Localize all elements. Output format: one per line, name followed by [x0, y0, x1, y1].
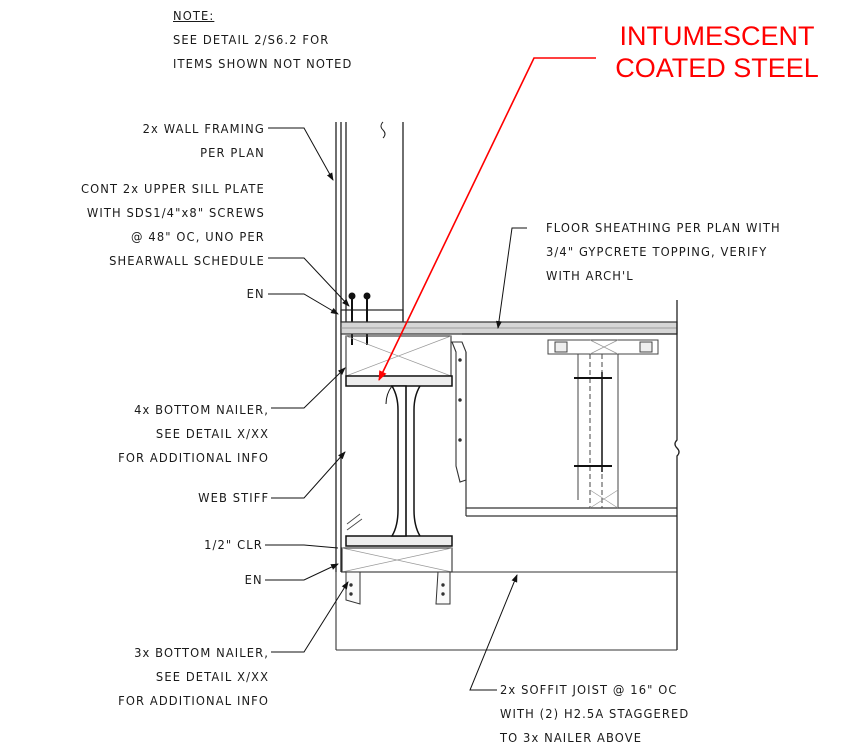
label-line: 4x BOTTOM NAILER, [134, 402, 269, 417]
wall-framing [335, 121, 404, 572]
label-line: SHEARWALL SCHEDULE [109, 253, 265, 268]
steel-i-beam [345, 375, 453, 547]
label-en-top: EN [246, 286, 265, 301]
block-bolts [574, 372, 612, 472]
label-clr: 1/2" CLR [204, 537, 263, 552]
bridging-blocks [547, 339, 659, 509]
sill-plate-screws [348, 292, 371, 345]
label-line: WITH SDS1/4"x8" SCREWS [87, 205, 265, 220]
label-line: FOR ADDITIONAL INFO [118, 450, 269, 465]
label-sill-plate: CONT 2x UPPER SILL PLATE WITH SDS1/4"x8"… [81, 177, 265, 273]
label-line: SEE DETAIL X/XX [155, 669, 269, 684]
note-line-1: SEE DETAIL 2/S6.2 FOR [173, 32, 330, 47]
label-line: 3x BOTTOM NAILER, [134, 645, 269, 660]
general-note: NOTE: SEE DETAIL 2/S6.2 FOR ITEMS SHOWN … [173, 4, 353, 76]
label-line: 2x SOFFIT JOIST @ 16" OC [500, 682, 678, 697]
soffit [335, 571, 677, 651]
h25a-hangers [345, 571, 451, 605]
label-wall-framing: 2x WALL FRAMING PER PLAN [143, 117, 265, 165]
note-line-2: ITEMS SHOWN NOT NOTED [173, 56, 353, 71]
label-line: 3/4" GYPCRETE TOPPING, VERIFY [546, 244, 768, 259]
leader-lines [265, 127, 527, 691]
note-title: NOTE: [173, 8, 215, 23]
label-line: @ 48" OC, UNO PER [131, 229, 265, 244]
label-line: 2x WALL FRAMING [142, 121, 265, 136]
label-bottom-nailer-3x: 3x BOTTOM NAILER, SEE DETAIL X/XX FOR AD… [118, 641, 269, 713]
label-en-bottom: EN [244, 572, 263, 587]
callout-leader [378, 57, 596, 381]
label-bottom-nailer-4x: 4x BOTTOM NAILER, SEE DETAIL X/XX FOR AD… [118, 398, 269, 470]
label-line: WITH (2) H2.5A STAGGERED [500, 706, 690, 721]
callout-line-2: COATED STEEL [615, 53, 819, 83]
upper-sill-plate [340, 309, 404, 323]
floor-sheathing [340, 321, 678, 335]
top-nailer-4x [345, 335, 452, 377]
label-line: CONT 2x UPPER SILL PLATE [81, 181, 265, 196]
label-line: WITH ARCH'L [546, 268, 634, 283]
joist-hanger-bracket [451, 341, 467, 483]
break-line [674, 300, 680, 650]
label-soffit-joist: 2x SOFFIT JOIST @ 16" OC WITH (2) H2.5A … [500, 678, 689, 750]
intumescent-callout: INTUMESCENT COATED STEEL [572, 20, 862, 84]
label-line: FLOOR SHEATHING PER PLAN WITH [546, 220, 781, 235]
label-line: PER PLAN [200, 145, 265, 160]
floor-joist [462, 333, 677, 517]
label-web-stiff: WEB STIFF [197, 490, 269, 505]
bottom-nailer-3x [341, 547, 453, 573]
label-line: TO 3x NAILER ABOVE [500, 730, 643, 745]
callout-line-1: INTUMESCENT [619, 21, 815, 51]
label-line: SEE DETAIL X/XX [155, 426, 269, 441]
web-stiffener-hatch [346, 513, 363, 531]
label-floor-sheathing: FLOOR SHEATHING PER PLAN WITH 3/4" GYPCR… [546, 216, 781, 288]
label-line: FOR ADDITIONAL INFO [118, 693, 269, 708]
